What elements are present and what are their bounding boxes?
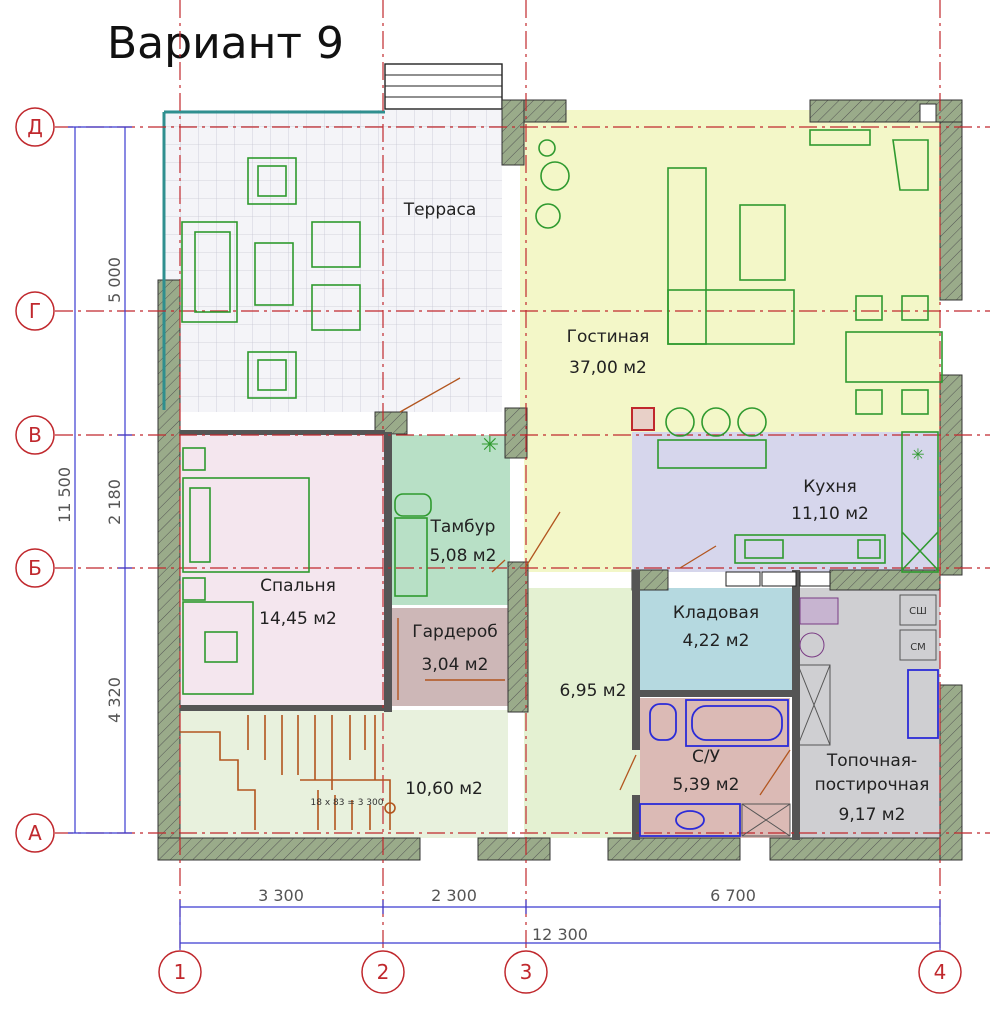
bedroom-area: [180, 435, 385, 707]
bedroom-label: Спальня: [260, 576, 336, 596]
dimension-left-segment: 2 180: [105, 479, 124, 525]
walls: [157, 99, 963, 861]
boiler-room-label-line2: постирочная: [815, 775, 930, 795]
kitchen-vent-icon: ✳: [911, 445, 924, 464]
axis-label-row: А: [28, 821, 42, 845]
terrace-label: Терраса: [403, 200, 477, 220]
fireplace: [631, 407, 655, 431]
shower-tray: [741, 803, 791, 837]
axis-label-row: Б: [28, 556, 42, 580]
axis-label-col: 3: [520, 960, 533, 984]
dimension-bottom-segment: 3 300: [258, 886, 304, 905]
axis-label-col: 2: [377, 960, 390, 984]
dimension-bottom-total: 12 300: [532, 925, 588, 944]
washer-label: СМ: [910, 642, 926, 653]
dryer-label: СШ: [909, 606, 927, 617]
bathroom-label: С/У: [692, 747, 721, 767]
axis-label-row: Д: [27, 115, 43, 139]
living-room-label: Гостиная: [567, 327, 650, 347]
dimension-bottom-segment: 6 700: [710, 886, 756, 905]
bedroom-furniture: [182, 447, 310, 695]
wardrobe-area-label: 3,04 м2: [422, 655, 489, 675]
wardrobe-label: Гардероб: [412, 622, 497, 642]
axis-label-col: 4: [934, 960, 947, 984]
bathroom-fixtures: [639, 699, 789, 837]
vestibule-plant-icon: ✳: [481, 433, 499, 458]
stair-hall-area-label: 10,60 м2: [405, 779, 483, 799]
pantry-area-label: 4,22 м2: [683, 631, 750, 651]
axis-label-row: Г: [29, 299, 41, 323]
kitchen-furniture: [657, 431, 939, 573]
bathroom-area: [640, 698, 790, 838]
pantry-label: Кладовая: [673, 603, 759, 623]
living-room-area: [520, 110, 940, 432]
wardrobe-rails: [397, 618, 505, 700]
grid-axes: [55, 0, 990, 950]
vestibule-area: [390, 435, 510, 605]
stair-hall-area: [178, 710, 508, 838]
kitchen-appliances: [725, 571, 831, 587]
hall-area: [524, 588, 640, 838]
dimension-left-segment: 5 000: [105, 257, 124, 303]
dimension-left-segment: 4 320: [105, 677, 124, 723]
boiler-room-label-line1: Топочная-: [826, 751, 917, 771]
living-furniture: [535, 129, 943, 437]
vestibule-area-label: 5,08 м2: [430, 546, 497, 566]
staircase: [180, 715, 396, 830]
stair-note: 18 x 83 = 3 300: [311, 798, 384, 808]
pantry-area: [640, 588, 792, 693]
vestibule-label: Тамбур: [430, 517, 496, 537]
kitchen-area-label: 11,10 м2: [791, 504, 869, 524]
bathroom-area-label: 5,39 м2: [673, 775, 740, 795]
living-room-area-label: 37,00 м2: [569, 358, 647, 378]
plan-title: Вариант 9: [107, 18, 344, 69]
terrace-area: [164, 110, 502, 412]
kitchen-label: Кухня: [803, 477, 857, 497]
terrace-steps: [384, 63, 503, 110]
wardrobe-area: [392, 608, 510, 706]
dimension-lines: [68, 126, 941, 950]
dimension-bottom-segment: 2 300: [431, 886, 477, 905]
dimension-left-total: 11 500: [55, 467, 74, 523]
boiler-room-fixtures: [797, 594, 939, 746]
kitchen-area: [632, 432, 940, 572]
boiler-room-area-label: 9,17 м2: [839, 805, 906, 825]
door-swings: [399, 377, 791, 796]
room-labels: Терраса Гостиная 37,00 м2 Кухня 11,10 м2…: [259, 200, 929, 825]
hall-living-extension: [524, 412, 634, 572]
bedroom-area-label: 14,45 м2: [259, 609, 337, 629]
column-axis-markers: 1 2 3 4: [158, 950, 962, 994]
axis-label-col: 1: [174, 960, 187, 984]
axis-label-row: В: [28, 423, 42, 447]
vestibule-furniture: [394, 493, 432, 597]
row-axis-markers: Д Г В Б А: [15, 107, 55, 853]
hall-area-label: 6,95 м2: [560, 681, 627, 701]
terrace-furniture: [181, 157, 361, 399]
